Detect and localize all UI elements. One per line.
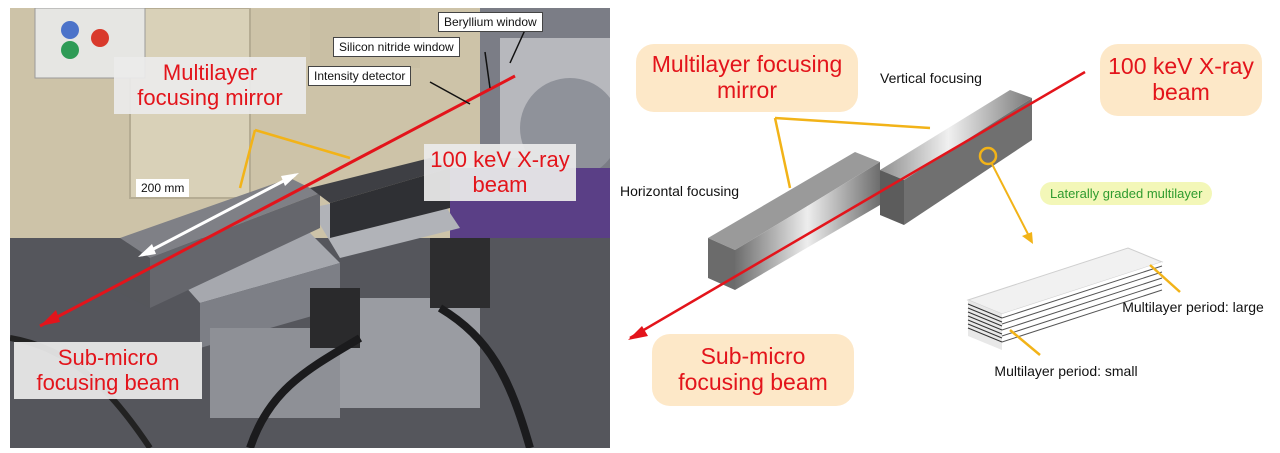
silicon-nitride-window-callout: Silicon nitride window — [333, 37, 460, 57]
laterally-graded-multilayer-badge: Laterally graded multilayer — [1040, 182, 1213, 205]
diagram-output-label: Sub-micro focusing beam — [652, 334, 854, 406]
beryllium-window-callout: Beryllium window — [438, 12, 543, 32]
horizontal-mirror-block — [708, 152, 880, 250]
vertical-mirror-block — [880, 90, 1032, 180]
period-small-label: Multilayer period: small — [994, 363, 1138, 379]
length-label: 200 mm — [136, 179, 190, 197]
diagram-beam-label: 100 keV X-ray beam — [1100, 44, 1262, 116]
horizontal-focusing-label: Horizontal focusing — [620, 183, 740, 199]
multilayer-stack — [966, 247, 1164, 350]
photo-output-label: Sub-micro focusing beam — [14, 342, 202, 400]
photo-mirror-label: Multilayer focusing mirror — [114, 57, 306, 115]
vertical-focusing-label: Vertical focusing — [880, 70, 982, 86]
photo-panel: Multilayer focusing mirror 100 keV X-ray… — [10, 8, 610, 448]
diagram-drawing — [628, 70, 1181, 356]
diagram-mirror-label: Multilayer focusing mirror — [636, 44, 858, 112]
intensity-detector-callout: Intensity detector — [308, 66, 412, 86]
photo-beam-label: 100 keV X-ray beam — [424, 144, 576, 202]
period-large-label: Multilayer period: large — [1122, 299, 1264, 315]
